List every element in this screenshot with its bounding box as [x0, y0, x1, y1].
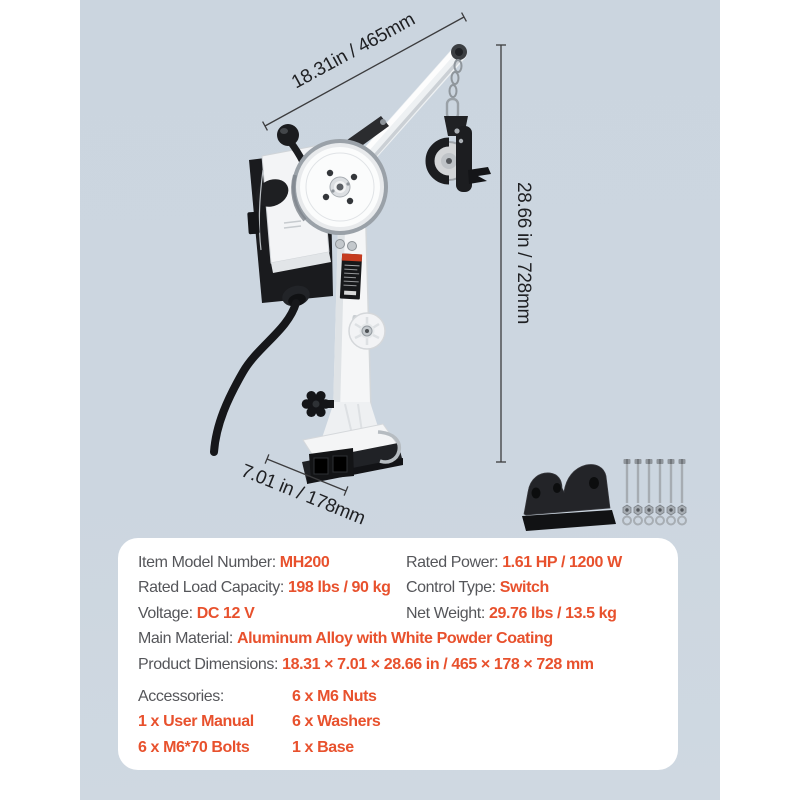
base-handle: [377, 430, 402, 464]
accessories-section: Accessories: 6 x M6 Nuts 1 x User Manual…: [138, 684, 660, 760]
spec-main-material: Main Material: Aluminum Alloy with White…: [138, 626, 660, 651]
spec-rated-power: Rated Power: 1.61 HP / 1200 W: [406, 550, 660, 575]
pulley-block: [425, 116, 491, 192]
spec-row: Voltage: DC 12 V Net Weight: 29.76 lbs /…: [138, 601, 660, 626]
spec-label: Rated Load Capacity:: [138, 579, 284, 597]
accessory-item: 6 x Washers: [292, 713, 381, 731]
spec-value: 198 lbs / 90 kg: [287, 579, 391, 597]
dim-label-overall-height: 28.66 in / 728mm: [513, 182, 534, 324]
spec-rated-load-capacity: Rated Load Capacity: 198 lbs / 90 kg: [138, 575, 406, 600]
spec-value: 1.61 HP / 1200 W: [502, 554, 622, 571]
dim-label-boom-length: 18.31in / 465mm: [288, 9, 418, 93]
accessories-row: Accessories: 6 x M6 Nuts: [138, 684, 660, 709]
accessories-heading: Accessories:: [138, 688, 224, 706]
accessories-row: 1 x User Manual 6 x Washers: [138, 709, 660, 734]
accessory-item: 1 x Base: [292, 738, 354, 756]
star-knob: [301, 391, 334, 418]
warning-label: [339, 253, 363, 300]
spec-card: Item Model Number: MH200 Rated Power: 1.…: [118, 538, 678, 770]
spec-value: Switch: [499, 579, 550, 597]
power-cable: [210, 299, 300, 456]
accessory-base-bracket: [522, 464, 616, 531]
dimension-line-base: [264, 454, 349, 496]
winch-head: [210, 124, 388, 456]
spec-row: Rated Load Capacity: 198 lbs / 90 kg Con…: [138, 575, 660, 600]
hanging-wire: [258, 169, 264, 251]
accessory-item: 6 x M6 Nuts: [292, 688, 377, 706]
dimension-line-boom: [262, 12, 467, 131]
spec-product-dimensions: Product Dimensions: 18.31 × 7.01 × 28.66…: [138, 652, 660, 677]
spec-label: Item Model Number:: [138, 554, 276, 571]
crane-illustration: 18.31in / 465mm 28.66 in / 728mm 7.01 in…: [210, 9, 687, 531]
spec-control-type: Control Type: Switch: [406, 575, 660, 600]
spec-value: 29.76 lbs / 13.5 kg: [488, 604, 617, 622]
cable-drum: [291, 139, 388, 235]
accessory-item: 1 x User Manual: [138, 713, 254, 731]
spec-label: Main Material:: [138, 630, 233, 648]
accessory-bolts: [622, 459, 687, 526]
spec-value: 18.31 × 7.01 × 28.66 in / 465 × 178 × 72…: [282, 655, 594, 673]
pulley-cleat: [468, 167, 491, 184]
mounting-base: [302, 402, 403, 484]
accessories-row: 6 x M6*70 Bolts 1 x Base: [138, 735, 660, 760]
spec-row: Item Model Number: MH200 Rated Power: 1.…: [138, 550, 660, 575]
spec-value: DC 12 V: [196, 604, 255, 622]
side-connector: [247, 211, 260, 235]
spec-value: Aluminum Alloy with White Powder Coating: [236, 630, 553, 648]
clutch-knob: [277, 124, 299, 146]
spec-label: Voltage:: [138, 604, 193, 622]
spec-label: Rated Power:: [406, 554, 499, 571]
spec-value: MH200: [279, 554, 330, 571]
guide-pulley: [348, 312, 386, 350]
spec-label: Product Dimensions:: [138, 655, 279, 673]
dimension-line-height: [496, 44, 506, 463]
spec-label: Net Weight:: [406, 604, 485, 622]
accessory-item: 6 x M6*70 Bolts: [138, 738, 250, 756]
spec-label: Control Type:: [406, 579, 496, 597]
spec-item-model-number: Item Model Number: MH200: [138, 550, 406, 575]
spec-net-weight: Net Weight: 29.76 lbs / 13.5 kg: [406, 601, 660, 626]
dimension-lines: [262, 12, 506, 496]
spec-voltage: Voltage: DC 12 V: [138, 601, 406, 626]
